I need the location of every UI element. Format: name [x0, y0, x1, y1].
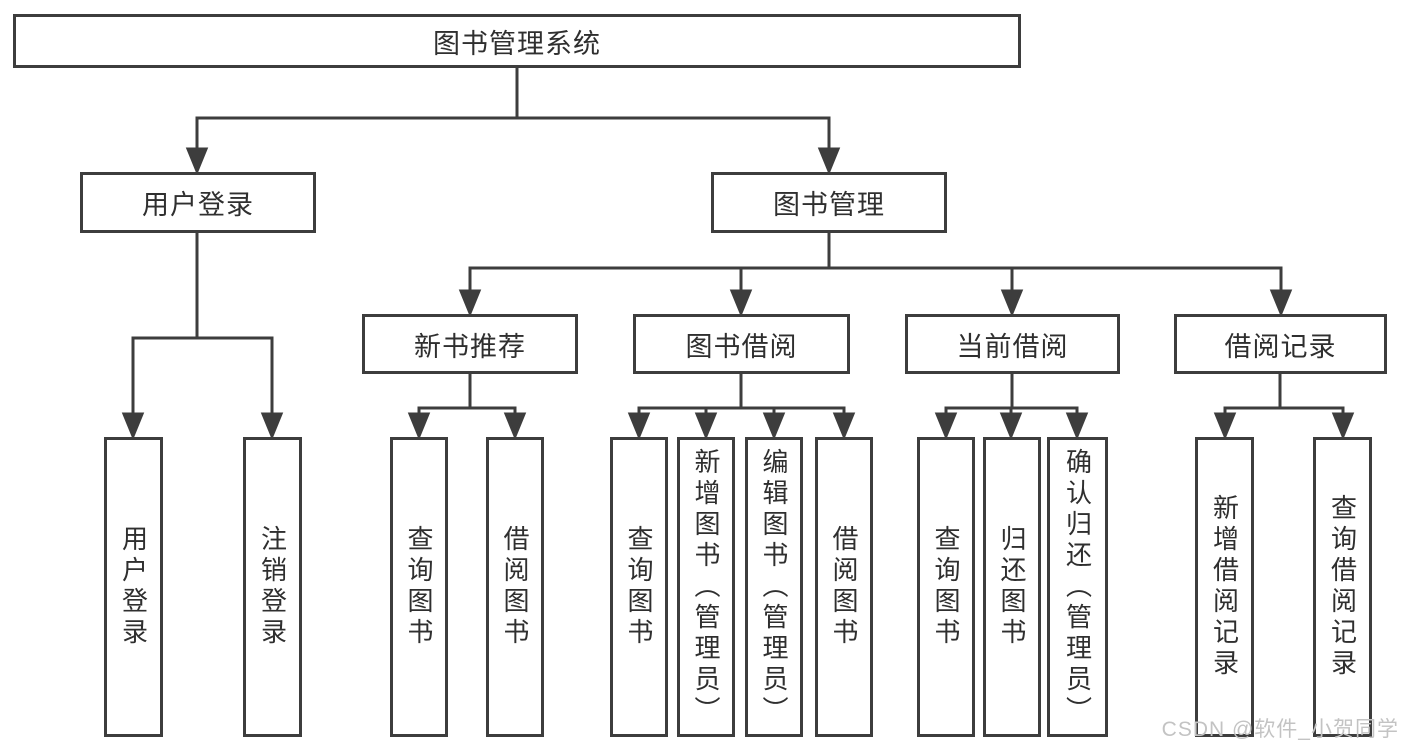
leaf-return-books: 归还图书 [983, 437, 1041, 737]
leaf-logout-label: 注销登录 [257, 525, 288, 649]
leaf-query-borrow-record: 查询借阅记录 [1313, 437, 1372, 737]
leaf-add-borrow-record: 新增借阅记录 [1195, 437, 1254, 737]
leaf-borrow-books-recommend: 借阅图书 [486, 437, 544, 737]
node-user-login: 用户登录 [80, 172, 316, 233]
node-book-borrow-label: 图书借阅 [685, 331, 798, 362]
leaf-add-borrow-record-label: 新增借阅记录 [1209, 494, 1240, 680]
leaf-user-login: 用户登录 [104, 437, 163, 737]
leaf-borrow-books-recommend-label: 借阅图书 [500, 525, 530, 649]
node-borrow-records-label: 借阅记录 [1224, 331, 1337, 362]
node-root-label: 图书管理系统 [433, 28, 601, 59]
leaf-logout: 注销登录 [243, 437, 302, 737]
node-user-login-label: 用户登录 [142, 190, 254, 220]
leaf-query-books-recommend-label: 查询图书 [404, 525, 434, 649]
node-book-management: 图书管理 [711, 172, 947, 233]
leaf-query-books-recommend: 查询图书 [390, 437, 448, 737]
node-new-book-recommend: 新书推荐 [362, 314, 578, 374]
leaf-query-books-current-label: 查询图书 [931, 525, 961, 649]
leaf-add-books-admin-label: 新增图书（管理员） [691, 447, 721, 727]
node-current-borrow-label: 当前借阅 [956, 331, 1069, 362]
leaf-borrow-books: 借阅图书 [815, 437, 873, 737]
leaf-query-books-current: 查询图书 [917, 437, 975, 737]
csdn-watermark: CSDN @软件_小贺同学 [1161, 718, 1399, 741]
leaf-borrow-books-label: 借阅图书 [829, 525, 859, 649]
leaf-query-books-borrow: 查询图书 [610, 437, 668, 737]
leaf-query-borrow-record-label: 查询借阅记录 [1327, 494, 1358, 680]
node-current-borrow: 当前借阅 [905, 314, 1120, 374]
leaf-add-books-admin: 新增图书（管理员） [677, 437, 735, 737]
node-borrow-records: 借阅记录 [1174, 314, 1387, 374]
leaf-confirm-return-admin: 确认归还（管理员） [1047, 437, 1108, 737]
node-new-book-recommend-label: 新书推荐 [414, 331, 526, 362]
connector-group [121, 66, 1355, 440]
leaf-query-books-borrow-label: 查询图书 [624, 525, 654, 649]
node-book-management-label: 图书管理 [773, 190, 885, 220]
leaf-confirm-return-admin-label: 确认归还（管理员） [1062, 447, 1093, 727]
node-book-borrow: 图书借阅 [633, 314, 850, 374]
leaf-edit-books-admin: 编辑图书（管理员） [745, 437, 803, 737]
leaf-return-books-label: 归还图书 [997, 525, 1027, 649]
node-root: 图书管理系统 [13, 14, 1021, 68]
leaf-user-login-label: 用户登录 [118, 525, 149, 649]
leaf-edit-books-admin-label: 编辑图书（管理员） [759, 447, 789, 727]
